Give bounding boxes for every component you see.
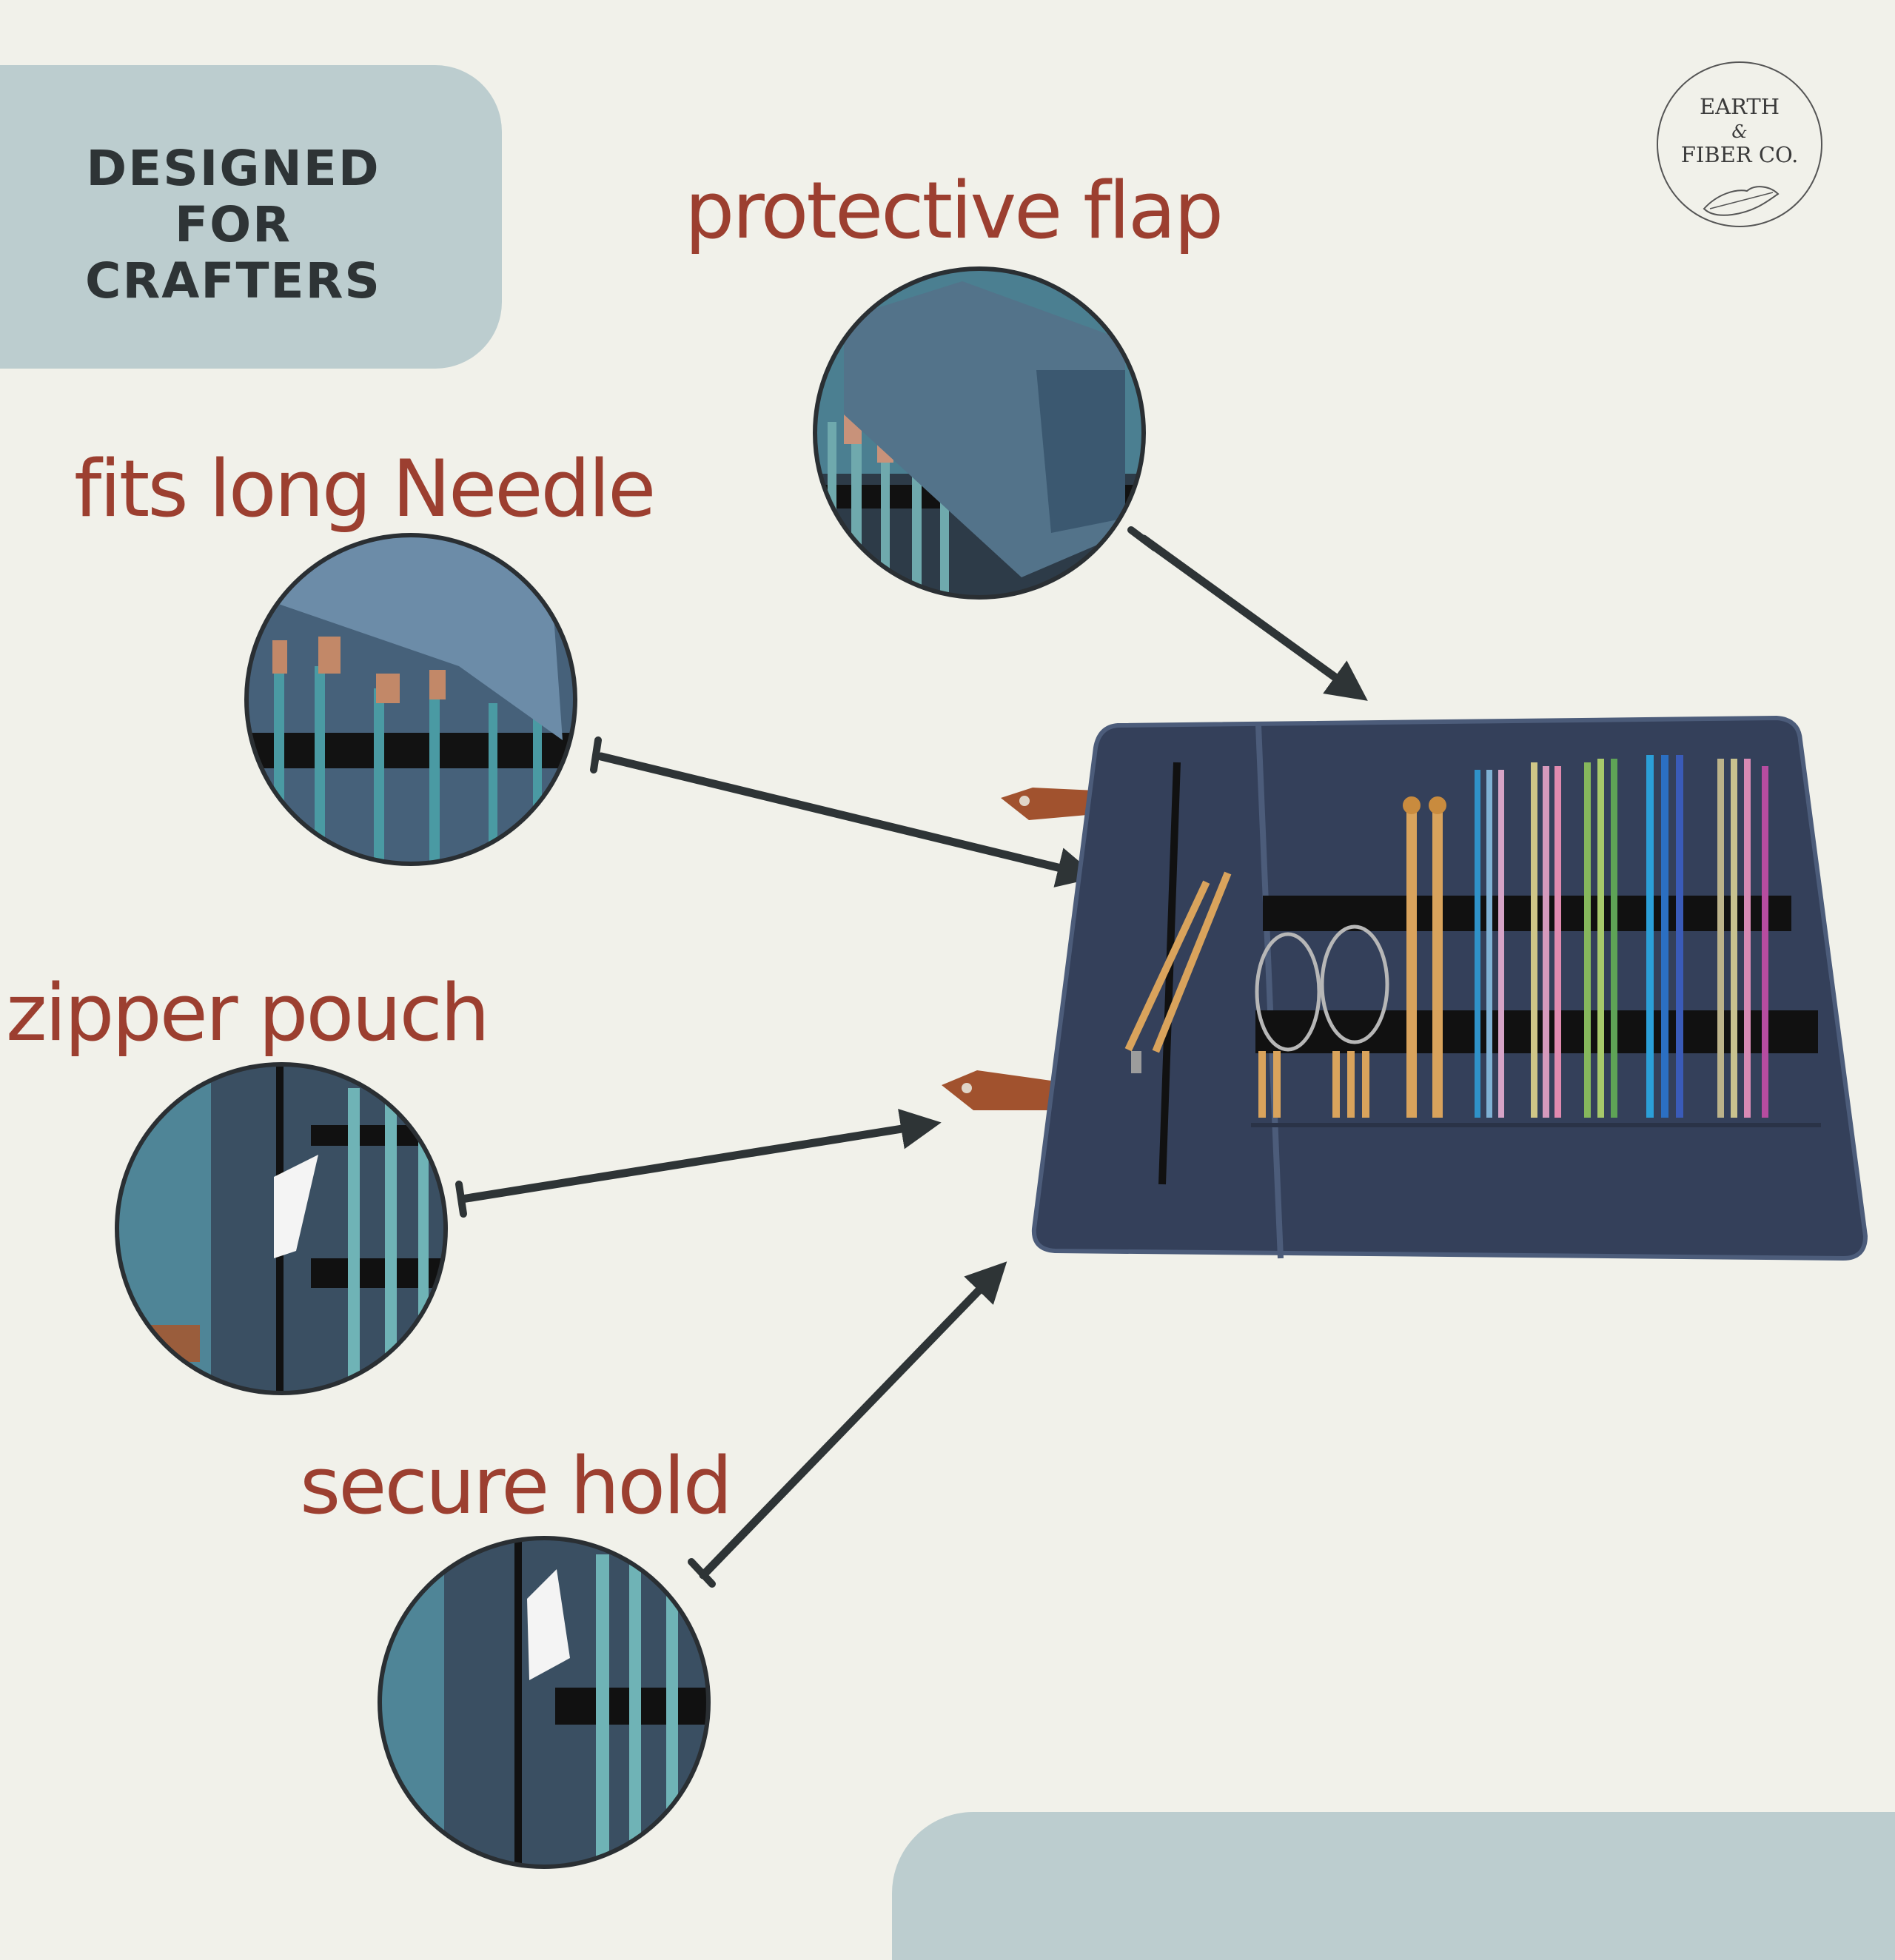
- elastic-band-top: [1263, 896, 1791, 931]
- detail-photo-zipper-pouch: [115, 1062, 448, 1395]
- arrow-fits-long-needle: [597, 752, 1099, 887]
- brand-logo: EARTH & FIBER CO.: [1657, 61, 1822, 227]
- label-zipper-pouch: zipper pouch: [6, 967, 490, 1058]
- metal-needles: [1475, 755, 1768, 1118]
- label-fits-long-needle: fits long Needle: [74, 443, 656, 534]
- logo-line-2: &: [1731, 121, 1747, 142]
- logo-line-3: FIBER CO.: [1681, 142, 1799, 167]
- circular-needle-cables: [1255, 924, 1389, 1052]
- badge-title: DESIGNED FOR CRAFTERS: [85, 140, 381, 309]
- arrow-zipper-pouch: [457, 1109, 942, 1204]
- infographic: DESIGNED FOR CRAFTERS protective flap fi…: [0, 61, 1895, 1960]
- badge-panel: [0, 65, 502, 369]
- leather-strap-bottom: [942, 1070, 1051, 1110]
- label-secure-hold: secure hold: [300, 1440, 733, 1531]
- illustration-layer: EARTH & FIBER CO.: [115, 61, 1868, 1869]
- leather-strap-top: [1001, 788, 1096, 820]
- needle-roll-product: [942, 715, 1868, 1261]
- label-protective-flap: protective flap: [685, 165, 1224, 256]
- bamboo-needles: [1124, 807, 1443, 1118]
- detail-photo-secure-hold: [378, 1536, 711, 1869]
- arrow-secure-hold: [699, 1261, 1007, 1580]
- oak-leaf-icon: [1703, 186, 1780, 216]
- arrow-protective-flap: [1139, 534, 1368, 701]
- detail-photo-protective-flap: [813, 266, 1146, 600]
- logo-line-1: EARTH: [1700, 94, 1780, 119]
- detail-photo-long-needle: [244, 533, 577, 866]
- callout-arrows: [455, 526, 1368, 1588]
